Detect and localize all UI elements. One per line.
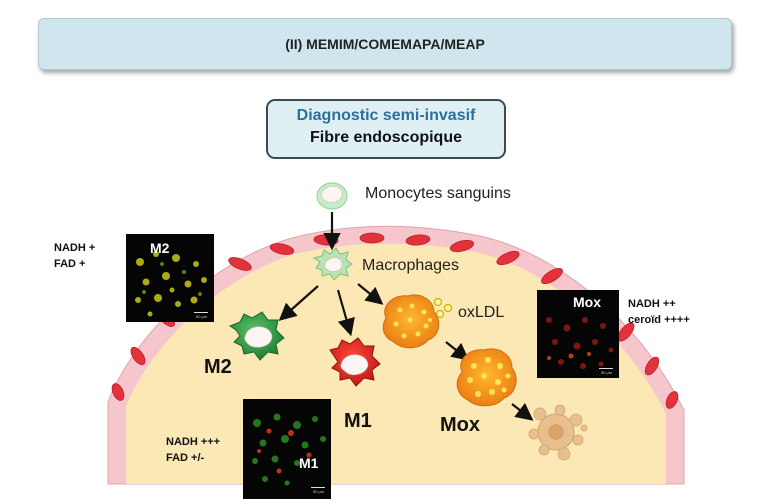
macrophage-cell <box>312 247 353 281</box>
foam-cell <box>528 404 588 461</box>
mox-scale-bar <box>599 368 613 369</box>
m1-scale-label: 50 µm <box>313 489 325 494</box>
mox-fluorescence-spots <box>546 317 614 369</box>
differentiation-arrows <box>278 212 534 421</box>
m2-scale-bar <box>194 312 208 313</box>
section-banner: (II) MEMIM/COMEMAPA/MEAP <box>38 18 732 70</box>
arrow-to-m1 <box>336 289 355 337</box>
mox-scale-label: 50 µm <box>601 370 613 375</box>
m2-cell-label: M2 <box>204 356 232 378</box>
m1-microscopy-image: M1 50 µm <box>243 399 331 499</box>
m1-cell <box>329 337 381 387</box>
m2-panel-title: M2 <box>150 240 170 256</box>
section-title: (II) MEMIM/COMEMAPA/MEAP <box>285 36 485 52</box>
mox-panel-title: Mox <box>573 294 601 310</box>
m2-cell <box>228 311 285 361</box>
oxldl-label: oxLDL <box>458 304 505 321</box>
oxldl-particles <box>433 297 453 319</box>
arrow-mox-progression <box>445 341 470 361</box>
arrow-to-m2 <box>278 285 319 321</box>
m1-cell-label: M1 <box>344 410 372 432</box>
macrophages-label: Macrophages <box>362 257 459 274</box>
diagnostic-title: Diagnostic semi-invasif <box>296 107 476 124</box>
mox-cell-label: Mox <box>440 414 480 436</box>
m1-markers: NADH +++ FAD +/- <box>166 436 221 464</box>
arrow-to-foam-cell <box>511 402 534 421</box>
diagnostic-box: Diagnostic semi-invasif Fibre endoscopiq… <box>266 99 506 159</box>
mox-markers: NADH ++ ceroïd ++++ <box>628 298 690 326</box>
mox-microscopy-image: Mox 50 µm <box>537 290 619 378</box>
arrow-to-mox <box>357 283 384 305</box>
m1-panel-title: M1 <box>299 455 319 471</box>
mox-cell-early <box>382 294 440 349</box>
m1-scale-bar <box>311 487 325 488</box>
mox-cell-late <box>456 348 517 407</box>
monocytes-label: Monocytes sanguins <box>365 185 511 202</box>
m2-fluorescence-spots <box>135 251 207 317</box>
m2-markers: NADH + FAD + <box>54 242 96 270</box>
monocyte-cell <box>316 182 348 210</box>
diagnostic-subtitle: Fibre endoscopique <box>309 129 462 146</box>
m1-fluorescence-spots <box>252 413 326 486</box>
m2-scale-label: 50 µm <box>196 314 208 319</box>
m2-microscopy-image: M2 50 µm <box>126 234 214 322</box>
